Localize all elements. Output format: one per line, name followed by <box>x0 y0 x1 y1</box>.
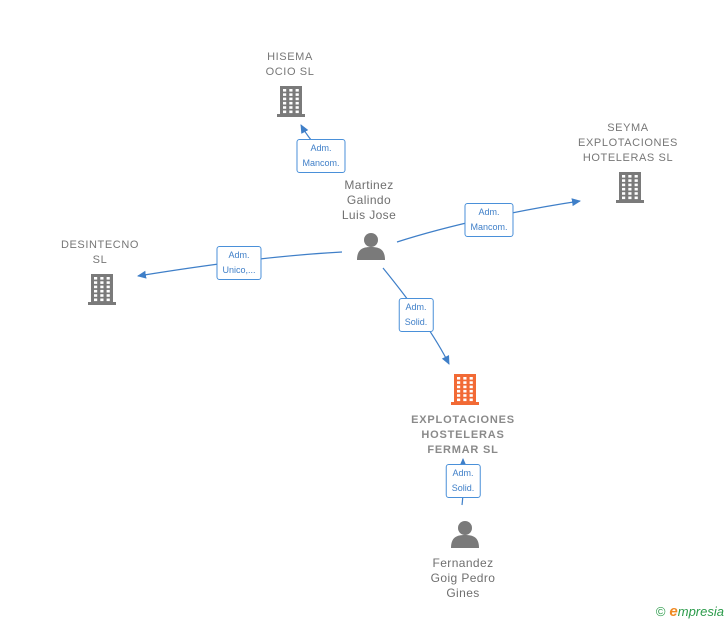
footer-brand: ©empresia <box>656 603 724 620</box>
brand-name: mpresia <box>677 604 724 619</box>
edge-label-martinez-hisema[interactable]: Adm. Mancom. <box>296 139 346 173</box>
building-icon-fermar[interactable] <box>451 374 479 405</box>
copyright-symbol: © <box>655 604 666 619</box>
edge-label-martinez-desintecno[interactable]: Adm. Unico,... <box>216 246 262 280</box>
node-label-seyma[interactable]: SEYMA EXPLOTACIONES HOTELERAS SL <box>578 122 678 164</box>
node-label-fernandez[interactable]: Fernandez Goig Pedro Gines <box>430 556 496 600</box>
edge-label-fernandez-fermar[interactable]: Adm. Solid. <box>445 464 481 498</box>
node-label-martinez[interactable]: Martinez Galindo Luis Jose <box>341 178 397 222</box>
brand-initial: e <box>669 603 678 620</box>
person-icon-martinez[interactable] <box>357 233 385 260</box>
node-label-hisema[interactable]: HISEMA OCIO SL <box>265 51 315 78</box>
edge-label-martinez-seyma[interactable]: Adm. Mancom. <box>464 203 514 237</box>
icons-layer <box>88 86 644 548</box>
building-icon-hisema[interactable] <box>277 86 305 117</box>
building-icon-seyma[interactable] <box>616 172 644 203</box>
building-icon-desintecno[interactable] <box>88 274 116 305</box>
node-label-fermar[interactable]: EXPLOTACIONES HOSTELERAS FERMAR SL <box>411 414 515 456</box>
edge-label-martinez-fermar[interactable]: Adm. Solid. <box>398 298 434 332</box>
node-label-desintecno[interactable]: DESINTECNO SL <box>60 239 140 266</box>
person-icon-fernandez[interactable] <box>451 521 479 548</box>
